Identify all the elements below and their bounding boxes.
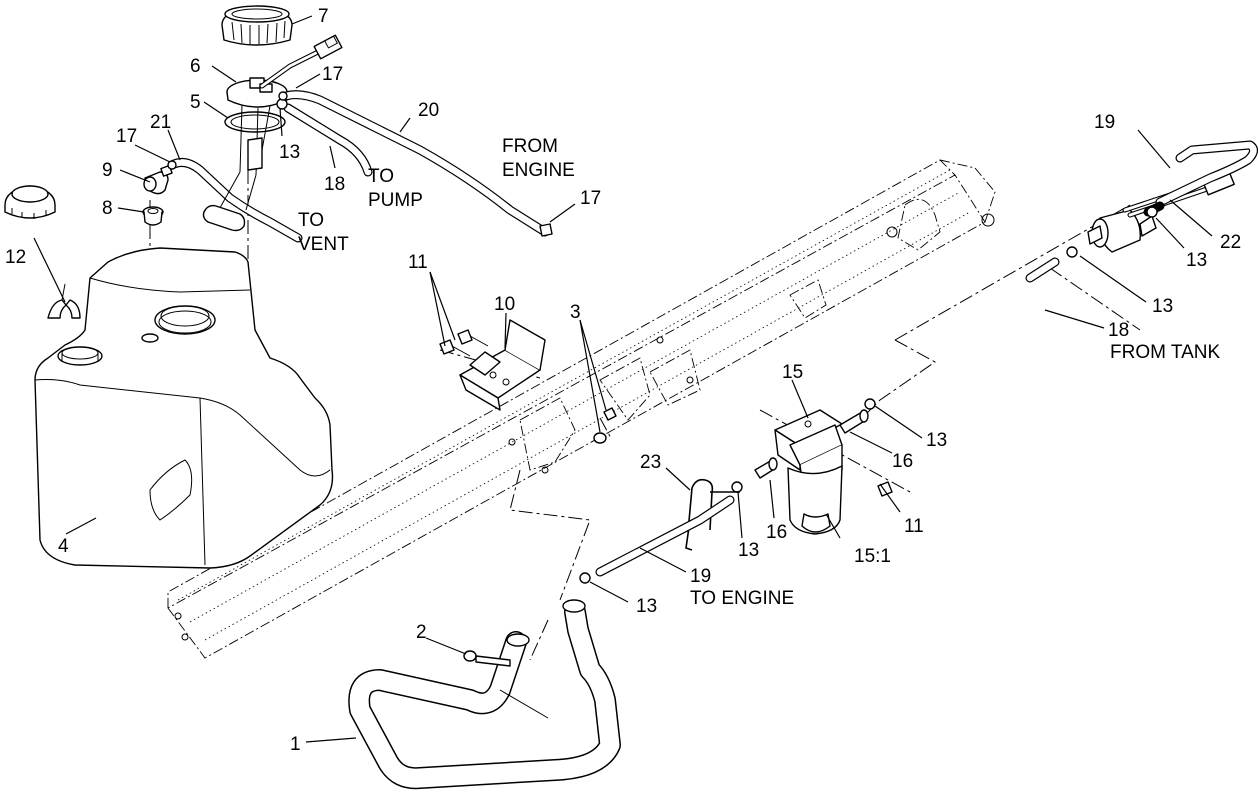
callout-10: 10	[494, 294, 515, 315]
lock-ring	[221, 5, 293, 46]
fuel-hose-upper	[1143, 140, 1258, 217]
callout-21: 21	[150, 112, 171, 133]
callout-1: 1	[290, 734, 301, 755]
callout-17-vent: 17	[116, 126, 137, 147]
callout-19-lower: 19	[690, 566, 711, 587]
hose-from-tank-short	[1025, 257, 1060, 283]
tank-mount-bracket	[459, 319, 546, 411]
callout-15: 15	[782, 362, 803, 383]
fuel-cap	[4, 185, 56, 219]
callout-8: 8	[102, 198, 113, 219]
note-to-pump-line2: PUMP	[368, 190, 423, 211]
note-from-tank: FROM TANK	[1110, 342, 1220, 363]
fuel-tank	[34, 247, 334, 569]
callout-17-pump: 17	[322, 64, 343, 85]
inline-fuel-pump	[1087, 172, 1235, 253]
leader-lines	[33, 15, 1213, 743]
frame-rail	[167, 159, 996, 659]
note-to-vent-line1: TO	[298, 210, 324, 231]
note-to-engine: TO ENGINE	[690, 588, 794, 609]
callout-18-inline: 18	[1108, 320, 1129, 341]
grommet-bushing	[142, 206, 164, 226]
callout-12: 12	[5, 247, 26, 268]
callout-9: 9	[102, 160, 113, 181]
fuel-pump-sender	[202, 77, 288, 232]
callout-5: 5	[190, 92, 201, 113]
callout-15-1: 15:1	[854, 546, 891, 567]
return-hose-from-engine	[281, 90, 550, 237]
routing-notes: FROM ENGINE TO PUMP TO VENT FROM TANK TO…	[298, 136, 1220, 609]
filter-fittings	[754, 409, 869, 479]
callout-13-pump: 13	[279, 142, 300, 163]
vent-elbow-fitting	[143, 164, 173, 195]
washers	[593, 407, 617, 444]
callout-3: 3	[570, 302, 581, 323]
callout-13-inline-lower: 13	[1152, 296, 1173, 317]
callout-20: 20	[418, 100, 439, 121]
fuel-hose-to-engine	[595, 495, 735, 577]
callout-11-filter: 11	[904, 516, 924, 537]
callout-23: 23	[640, 452, 661, 473]
callout-17-engine: 17	[580, 188, 601, 209]
cap-tether-clip	[47, 283, 81, 319]
callout-6: 6	[190, 56, 201, 77]
callout-7: 7	[318, 6, 329, 27]
callout-16-upper: 16	[892, 451, 913, 472]
pump-gasket	[224, 111, 286, 133]
note-to-vent-line2: VENT	[298, 234, 349, 255]
callout-13-inline-upper: 13	[1186, 250, 1207, 271]
hose-clamps	[167, 91, 553, 237]
callout-labels: 7 6 17 5 20 17 21 13 9 18 17 8 12 11 10 …	[5, 6, 1241, 755]
callout-18-pump: 18	[324, 174, 345, 195]
callout-16-lower: 16	[766, 522, 787, 543]
callout-11-bracket: 11	[408, 252, 428, 273]
callout-22: 22	[1220, 232, 1241, 253]
callout-13-hose: 13	[636, 596, 657, 617]
callout-13-filter-lower: 13	[738, 540, 759, 561]
vent-hose	[167, 157, 303, 243]
callout-2: 2	[416, 622, 427, 643]
callout-13-filter-upper: 13	[926, 430, 947, 451]
note-from-engine-line1: FROM	[502, 136, 558, 157]
note-from-engine-line2: ENGINE	[502, 160, 575, 181]
fuel-tube-assembly	[348, 599, 621, 790]
pump-harness-connector	[259, 34, 343, 89]
callout-4: 4	[58, 536, 69, 557]
note-to-pump-line1: TO	[368, 166, 394, 187]
tube-clamp	[463, 650, 511, 667]
hose-to-pump	[283, 103, 373, 177]
callout-19-upper: 19	[1094, 112, 1115, 133]
filter-bowl	[787, 465, 843, 535]
pump-hose-clamps	[1066, 206, 1158, 258]
